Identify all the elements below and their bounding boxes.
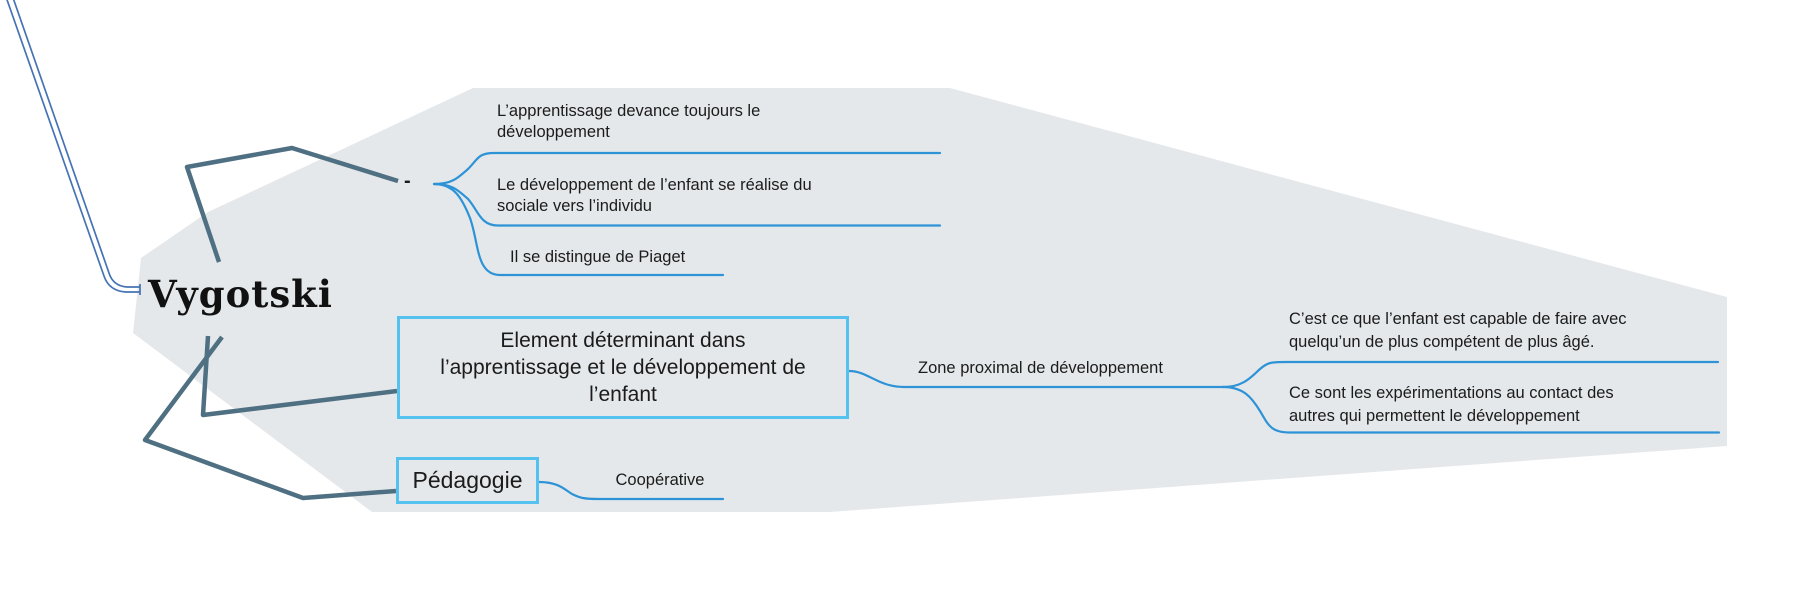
branch-zone-to-right-item-2 [1221,385,1721,434]
node-text-line: Ce sont les expérimentations au contact … [1289,384,1614,402]
branch-zone-to-right-item-1 [1221,360,1720,389]
ribbon-line-outer [6,0,140,293]
node-text-line: Pédagogie [412,467,523,493]
node-element-determinant-box[interactable]: Element déterminant dans l’apprentissage… [397,316,849,419]
root-node-vygotski[interactable]: Vygotski [148,272,333,316]
node-text-line: L’apprentissage devance toujours le [497,102,761,120]
branch-element-to-zone [847,369,1225,389]
dash-branch-node[interactable]: - [404,170,411,192]
node-zone-proximal[interactable]: Zone proximal de développement [918,359,1163,377]
branch-pedagogie-to-cooperative [537,480,725,501]
connector-root-to-pedagogie [142,335,397,501]
node-text-line: C’est ce que l’enfant est capable de fai… [1289,310,1627,328]
node-experimentations[interactable]: Ce sont les expérimentations au contact … [1289,382,1739,428]
ribbon-line-inner [12,0,140,288]
node-pedagogie-box[interactable]: Pédagogie [396,457,539,504]
node-developpement-social[interactable]: Le développement de l’enfant se réalise … [497,175,897,217]
node-capable-de-faire[interactable]: C’est ce que l’enfant est capable de fai… [1289,308,1739,353]
node-text-line: l’apprentissage et le développement de [440,356,806,379]
node-distingue-piaget[interactable]: Il se distingue de Piaget [510,248,686,266]
branch-dash-to-item-a [432,151,942,186]
node-text-line: l’enfant [589,383,657,406]
connector-root-to-element [200,335,398,418]
node-text-line: Element déterminant dans [500,329,746,352]
hull-background-shape [133,88,1727,512]
node-apprentissage-devance[interactable]: L’apprentissage devance toujours le déve… [497,101,867,143]
node-text-line: sociale vers l’individu [497,197,652,215]
node-text-line: Le développement de l’enfant se réalise … [497,176,812,194]
node-text-line: quelqu’un de plus compétent de plus âgé. [1289,332,1595,351]
node-cooperative[interactable]: Coopérative [615,471,705,489]
branch-dash-to-item-c [432,182,725,277]
node-text-line: autres qui permettent le développement [1289,407,1580,425]
node-text-line: développement [497,123,610,141]
connector-root-to-dash [184,145,399,263]
